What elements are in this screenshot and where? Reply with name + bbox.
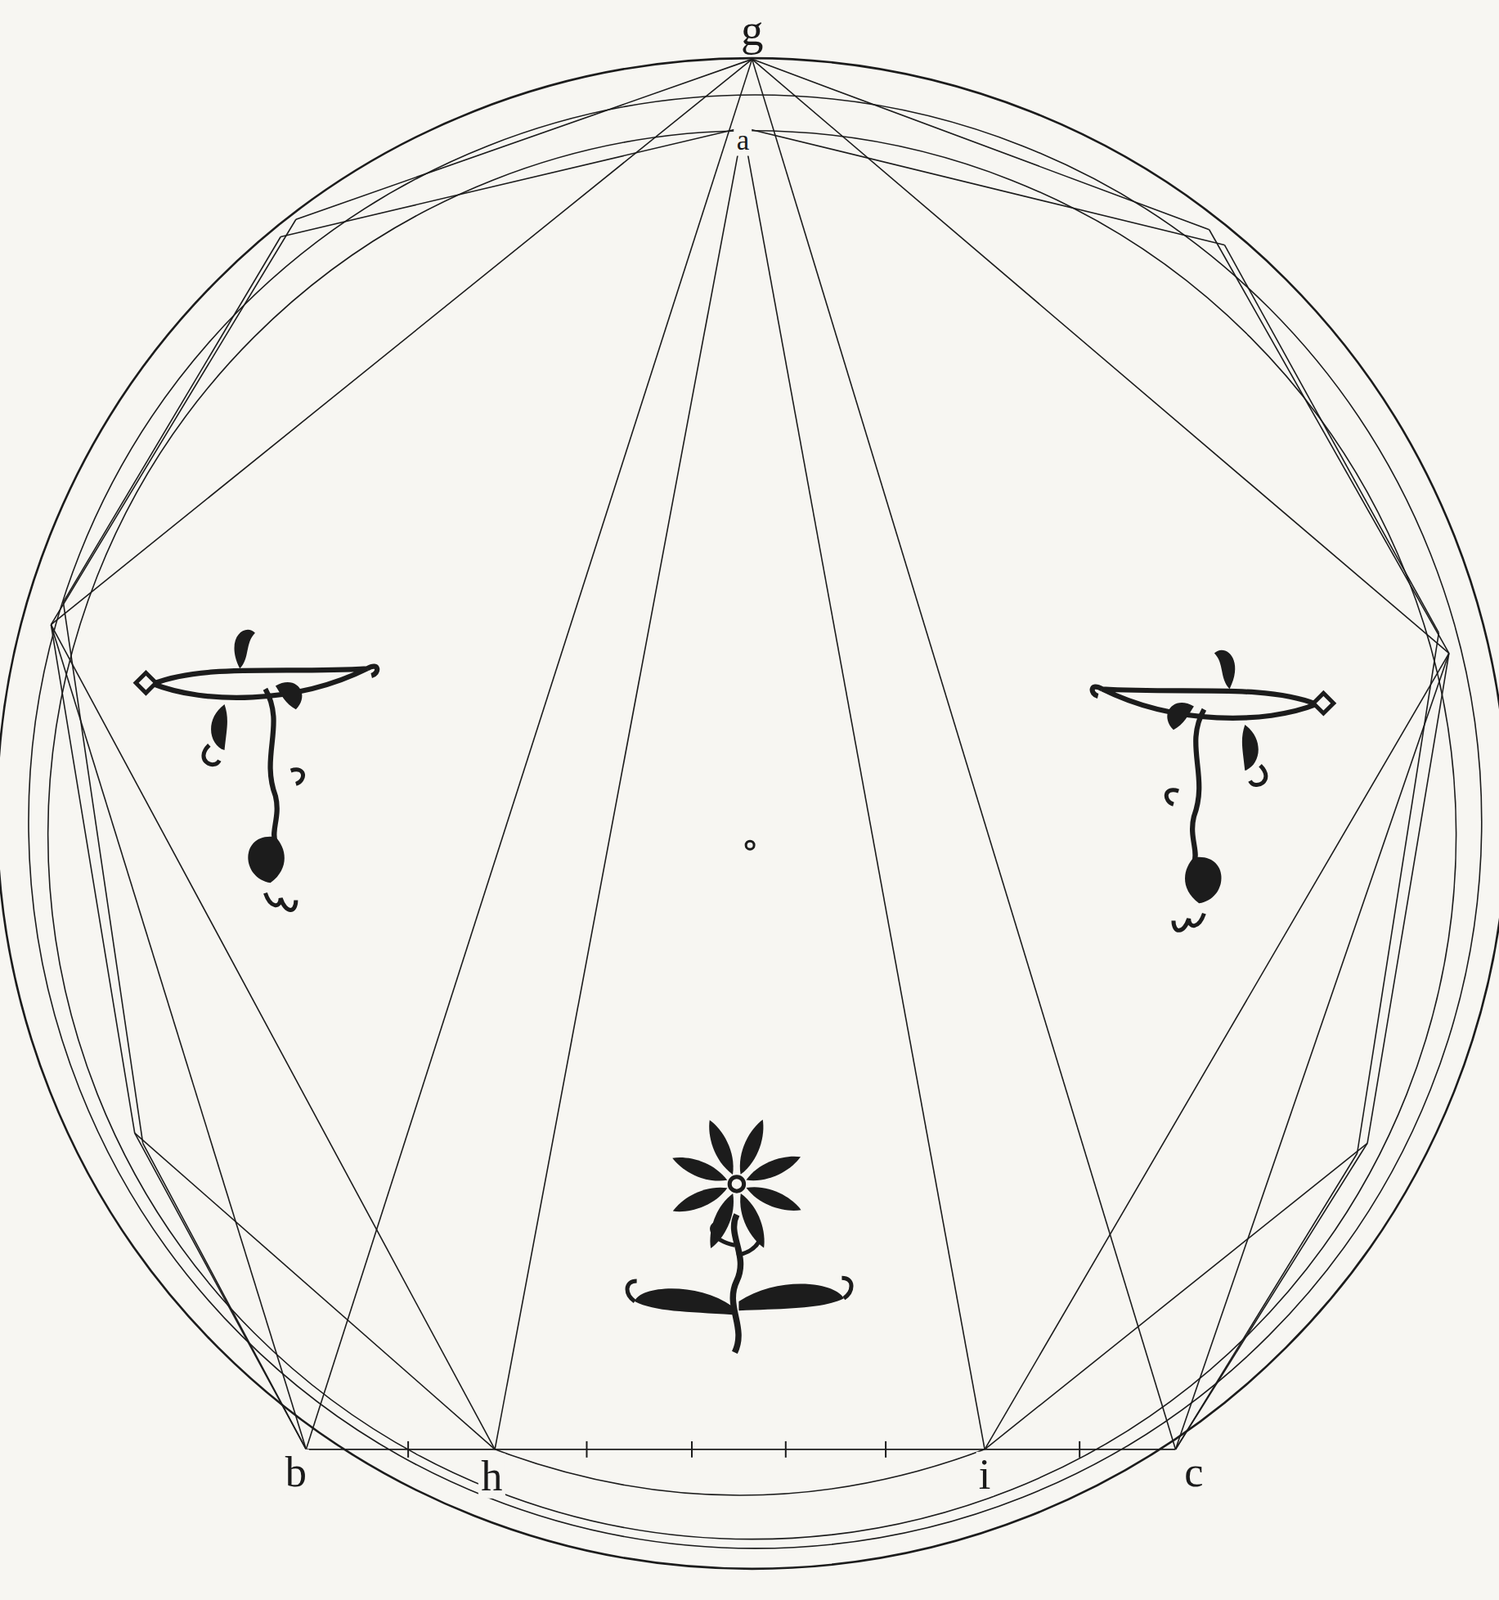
scale-tick [585, 1440, 588, 1458]
polygon-edge [742, 127, 1225, 245]
point-label: g [738, 7, 766, 54]
point-label: c [1181, 1449, 1206, 1494]
polygon-edge [296, 58, 753, 220]
polygon-edge [305, 58, 752, 1449]
polygon-edge [280, 127, 743, 238]
polygon-edge [494, 127, 743, 1450]
polygon-edge [1367, 653, 1450, 1144]
polygon-edge [134, 1132, 307, 1450]
polygon-edge [742, 127, 985, 1450]
polygon-edge [50, 219, 296, 624]
point-label: h [478, 1453, 505, 1498]
polygon-edge [50, 624, 306, 1450]
polygon-edge [50, 624, 135, 1133]
flower-ornament [627, 1116, 852, 1352]
point-label: a [734, 125, 753, 157]
polygon-edge [984, 653, 1450, 1450]
construction-circle [48, 130, 1457, 1540]
construction-lines [0, 58, 1499, 1569]
point-label: i [976, 1451, 994, 1496]
polygon-edge [62, 601, 143, 1143]
polygon-edge [984, 1143, 1368, 1450]
polygon-edge [752, 58, 1450, 653]
construction-circle [0, 58, 1499, 1569]
scale-tick [407, 1440, 409, 1458]
scale-tick [691, 1440, 693, 1458]
construction-circle [28, 94, 1482, 1549]
polygon-edge [134, 1132, 495, 1450]
point-label: b [282, 1449, 310, 1494]
scale-tick [884, 1440, 887, 1458]
polygon-edge [305, 1448, 1176, 1450]
centre-point [745, 840, 754, 849]
polygon-edge [1209, 229, 1450, 654]
polygon-edge [1175, 1143, 1368, 1450]
sprig-ornament [135, 629, 377, 911]
polygon-edge [752, 58, 1210, 229]
polygon-edge [50, 58, 752, 624]
polygon-edge [62, 236, 281, 602]
scale-tick [785, 1440, 787, 1458]
sprig-ornament [1092, 650, 1334, 931]
polygon-edge [752, 58, 1176, 1449]
polygon-edge [1357, 632, 1440, 1154]
construction-arc [494, 1449, 985, 1495]
scale-tick [1078, 1440, 1081, 1458]
polygon-edge [50, 624, 495, 1450]
polygon-edge [1224, 244, 1439, 633]
